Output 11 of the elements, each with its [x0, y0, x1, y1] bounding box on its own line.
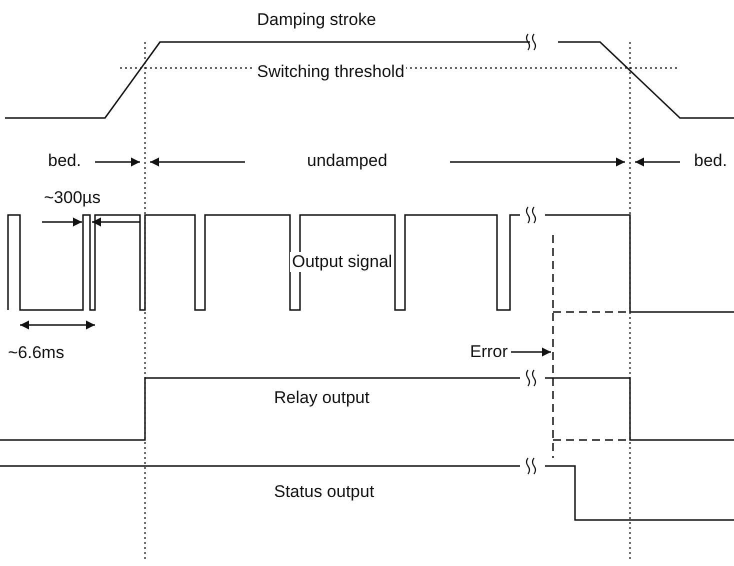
- signal-label: Switching threshold: [255, 62, 406, 82]
- dashed-error-line: [552, 235, 554, 458]
- signal-label: Status output: [273, 482, 376, 502]
- leader-arrow: [511, 348, 551, 356]
- signal-label: bed.: [693, 151, 728, 171]
- signal-label: Damping stroke: [256, 10, 378, 30]
- signal-label: bed.: [47, 151, 82, 171]
- dimension-label: ~6.6ms: [7, 343, 66, 363]
- dimension-label: ~300µs: [43, 188, 102, 208]
- signal-label: Relay output: [273, 388, 370, 408]
- signal-label: undamped: [306, 151, 388, 171]
